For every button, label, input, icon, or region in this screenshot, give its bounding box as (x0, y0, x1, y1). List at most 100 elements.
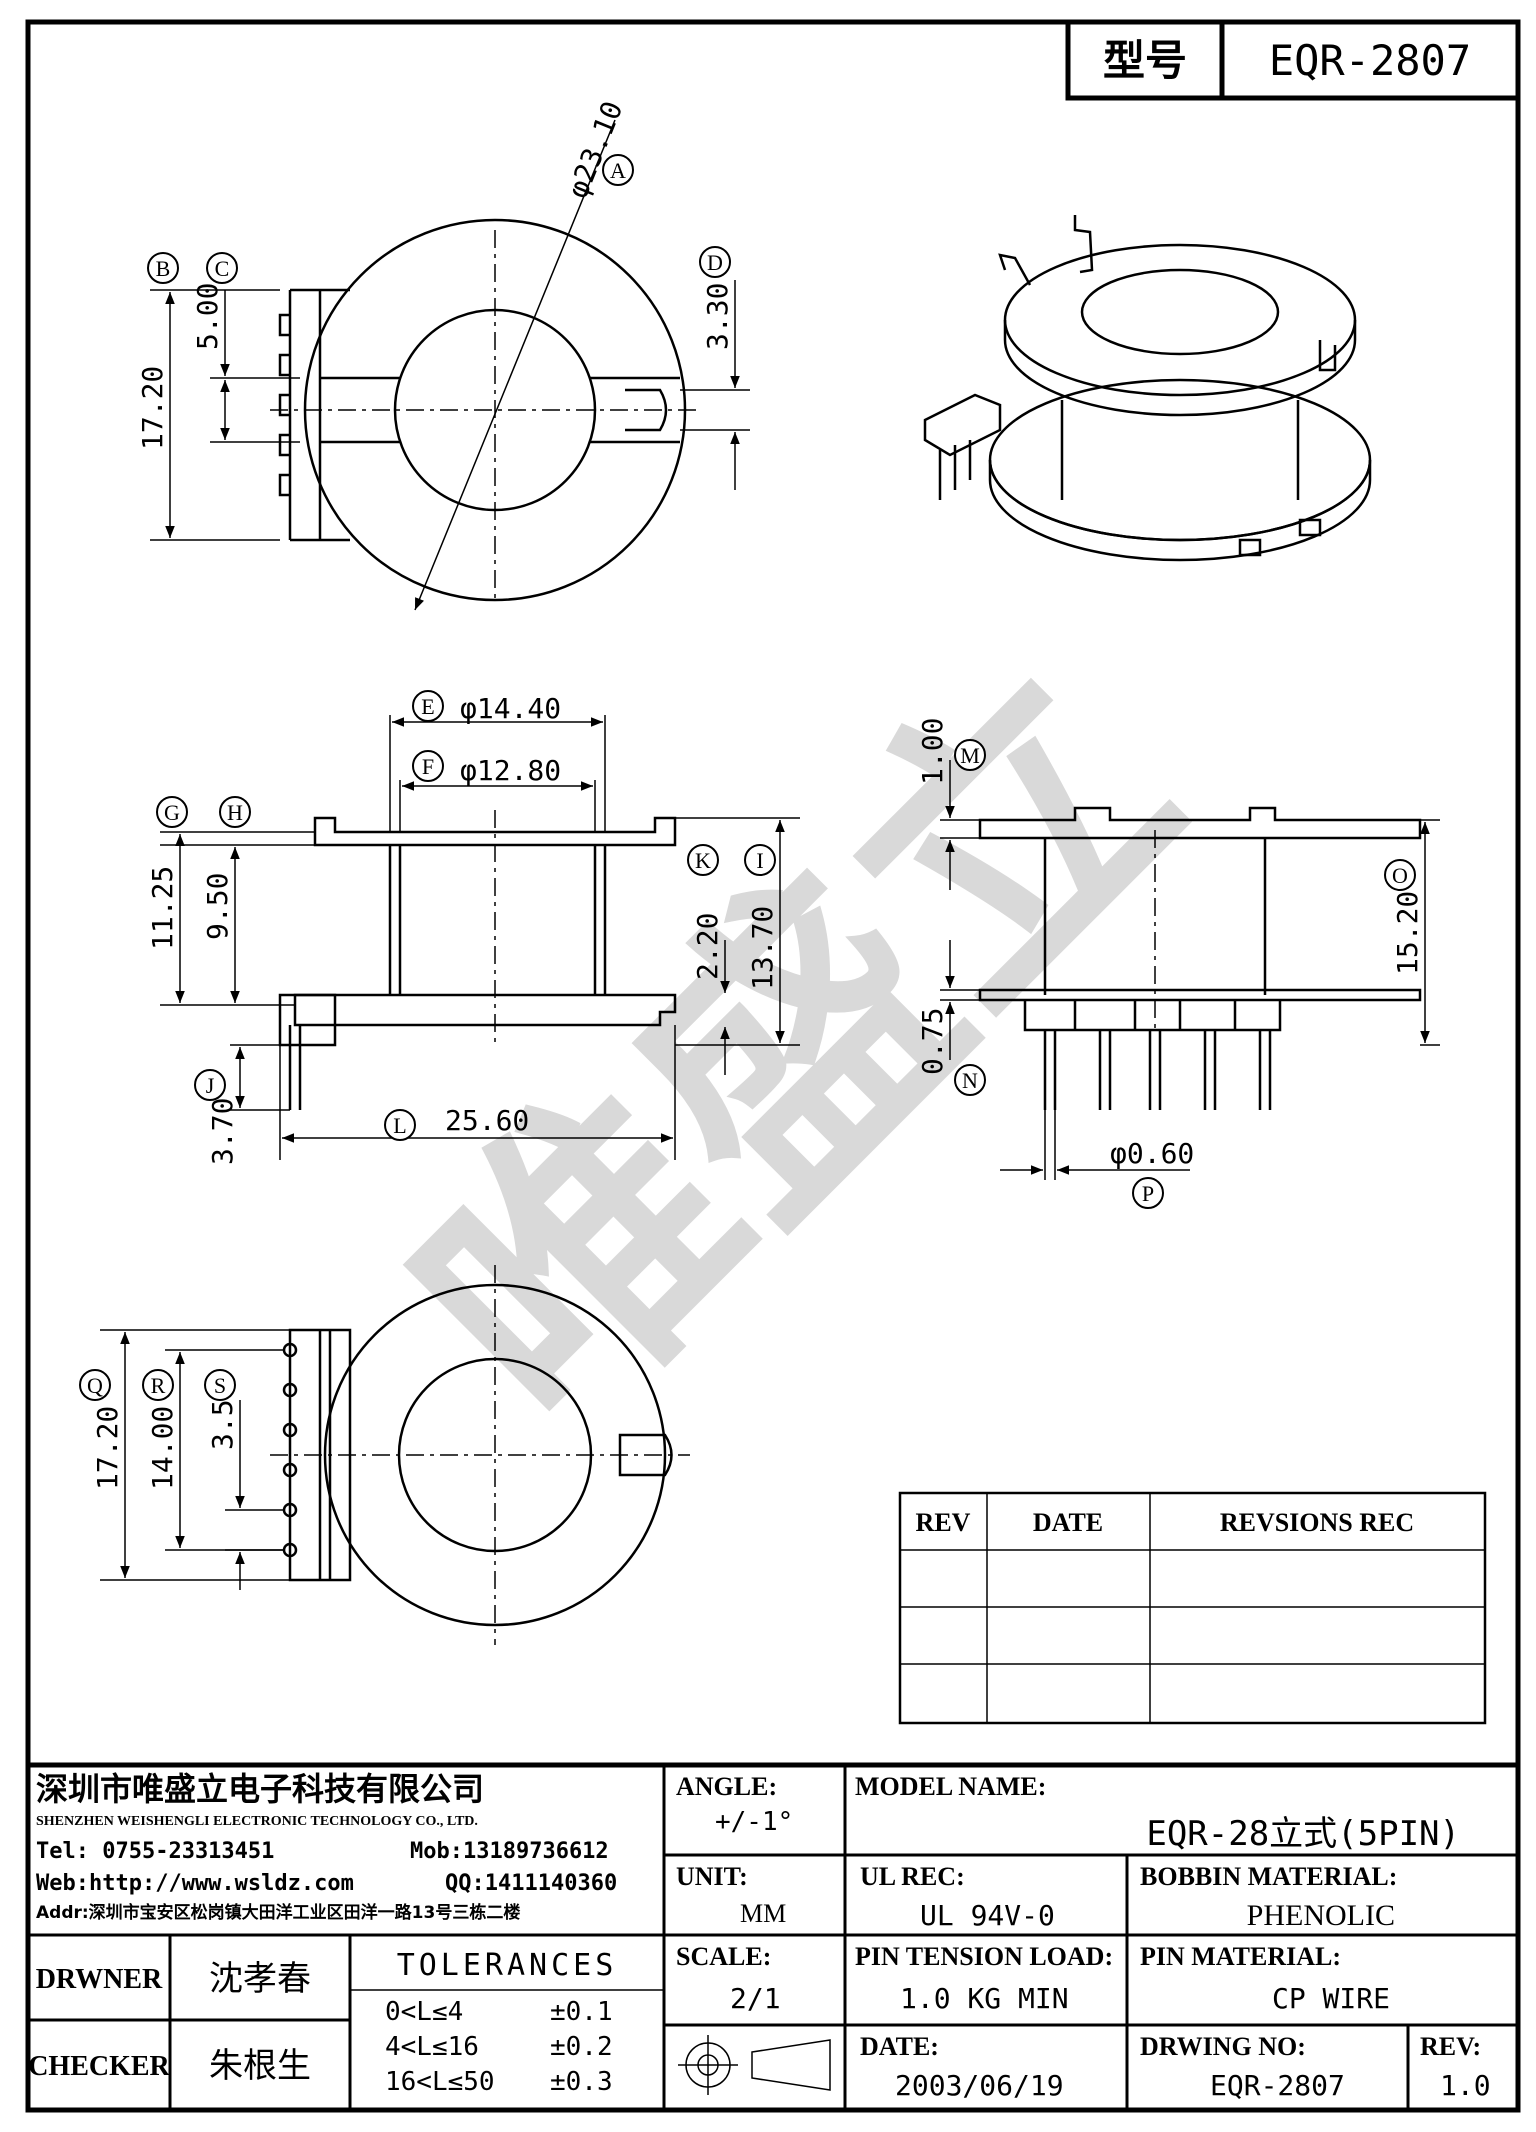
dim-M-value: 1.00 (916, 718, 949, 785)
marker-B: B (147, 252, 179, 284)
dim-Q-value: 17.20 (91, 1406, 124, 1490)
marker-O: O (1384, 859, 1416, 891)
tolerance-value-2: ±0.2 (550, 2032, 613, 2062)
marker-A: A (602, 154, 634, 186)
tolerance-value-3: ±0.3 (550, 2067, 613, 2097)
marker-letter-P: P (1142, 1181, 1154, 1206)
model-box-label: 型号 (1103, 36, 1187, 85)
drawing-no-value: EQR-2807 (1210, 2069, 1345, 2102)
dim-J-value: 3.70 (206, 1098, 239, 1165)
watermark-text: 唯盛立 (356, 606, 1239, 1489)
dim-I-value: 13.70 (746, 906, 779, 990)
tolerance-range-3: 16<L≤50 (385, 2067, 495, 2097)
marker-letter-N: N (962, 1068, 978, 1093)
dim-A-value: φ23.10 (561, 96, 629, 202)
marker-letter-F: F (422, 754, 434, 779)
marker-letter-I: I (756, 848, 763, 873)
date-label: DATE: (860, 2032, 939, 2061)
checker-value: 朱根生 (209, 2046, 311, 2086)
marker-L: L (384, 1109, 416, 1141)
bobbin-material-value: PHENOLIC (1247, 1899, 1395, 1932)
projection-symbol-icon (678, 2035, 831, 2095)
dim-H-value: 9.50 (201, 873, 234, 940)
pin-material-label: PIN MATERIAL: (1140, 1942, 1341, 1971)
marker-C: C (206, 252, 238, 284)
tolerance-range-1: 0<L≤4 (385, 1997, 463, 2027)
dim-C-value: 5.00 (191, 283, 224, 350)
marker-letter-C: C (215, 256, 230, 281)
marker-H: H (219, 796, 251, 828)
unit-value: MM (740, 1899, 786, 1928)
marker-R: R (142, 1369, 174, 1401)
marker-G: G (156, 796, 188, 828)
marker-letter-E: E (421, 694, 434, 719)
scale-value: 2/1 (730, 1982, 781, 2015)
dim-K-value: 2.20 (691, 913, 724, 980)
company-web: Web:http://www.wsldz.com (36, 1871, 354, 1896)
title-block: 深圳市唯盛立电子科技有限公司 SHENZHEN WEISHENGLI ELECT… (28, 1762, 1518, 2110)
tolerances-title: TOLERANCES (397, 1948, 618, 1983)
marker-M: M (954, 739, 986, 771)
marker-P: P (1132, 1177, 1164, 1209)
marker-letter-L: L (393, 1113, 406, 1138)
scale-label: SCALE: (676, 1942, 771, 1971)
angle-label: ANGLE: (676, 1772, 777, 1801)
dim-D-value: 3.30 (701, 283, 734, 350)
pin-material-value: CP WIRE (1272, 1982, 1390, 2015)
marker-Q: Q (79, 1369, 111, 1401)
tolerance-value-1: ±0.1 (550, 1997, 613, 2027)
marker-letter-K: K (695, 848, 711, 873)
bobbin-material-label: BOBBIN MATERIAL: (1140, 1862, 1397, 1891)
dimension-markers: A B C D E F G H I J K L M N O P Q R S (79, 154, 1416, 1401)
drawing-frame (25, 19, 1521, 2113)
company-name-en: SHENZHEN WEISHENGLI ELECTRONIC TECHNOLOG… (36, 1814, 478, 1829)
marker-I: I (744, 844, 776, 876)
model-box-value: EQR-2807 (1269, 36, 1471, 85)
company-addr: Addr:深圳市宝安区松岗镇大田洋工业区田洋一路13号三栋二楼 (36, 1902, 520, 1923)
marker-letter-J: J (206, 1073, 215, 1098)
marker-J: J (194, 1069, 226, 1101)
dim-F-value: φ12.80 (460, 754, 561, 787)
rev-label: REV: (1420, 2032, 1481, 2061)
rev-table-header-date: DATE (1033, 1508, 1103, 1537)
marker-S: S (204, 1369, 236, 1401)
pin-tension-value: 1.0 KG MIN (900, 1982, 1069, 2015)
drawing-no-label: DRWING NO: (1140, 2032, 1306, 2061)
watermark: 唯盛立 (356, 606, 1239, 1489)
unit-label: UNIT: (676, 1862, 748, 1891)
marker-letter-M: M (960, 743, 980, 768)
marker-F: F (412, 750, 444, 782)
marker-E: E (412, 690, 444, 722)
company-name-cn: 深圳市唯盛立电子科技有限公司 (36, 1770, 484, 1808)
rev-table-header-rec: REVSIONS REC (1220, 1508, 1414, 1537)
marker-letter-D: D (707, 250, 723, 275)
front-view: φ14.40 φ12.80 11.25 9.50 13.70 2.20 3.70… (146, 692, 800, 1165)
dim-G-value: 11.25 (146, 866, 179, 950)
ul-rec-label: UL REC: (860, 1862, 965, 1891)
marker-K: K (687, 844, 719, 876)
marker-D: D (699, 246, 731, 278)
company-qq: QQ:1411140360 (445, 1871, 617, 1896)
company-mob: Mob:13189736612 (410, 1839, 609, 1864)
marker-letter-S: S (214, 1373, 226, 1398)
marker-N: N (954, 1064, 986, 1096)
marker-letter-B: B (156, 256, 171, 281)
angle-value: +/-1° (715, 1807, 793, 1837)
rev-table-header-rev: REV (916, 1508, 971, 1537)
side-view: 1.00 15.20 0.75 φ0.60 (916, 718, 1440, 1180)
marker-letter-O: O (1392, 863, 1408, 888)
model-name-value: EQR-28立式(5PIN) (1146, 1814, 1460, 1854)
company-tel: Tel: 0755-23313451 (36, 1839, 274, 1864)
date-value: 2003/06/19 (895, 2069, 1064, 2102)
model-name-label: MODEL NAME: (855, 1772, 1046, 1801)
tolerance-range-2: 4<L≤16 (385, 2032, 479, 2062)
dim-N-value: 0.75 (916, 1008, 949, 1075)
dim-B-value: 17.20 (136, 366, 169, 450)
drawer-value: 沈孝春 (209, 1959, 311, 1999)
marker-letter-G: G (164, 800, 180, 825)
dim-L-value: 25.60 (445, 1104, 529, 1137)
marker-letter-Q: Q (87, 1373, 103, 1398)
revision-table: REV DATE REVSIONS REC (898, 1491, 1487, 1725)
checker-label: CHECKER (28, 2051, 170, 2082)
